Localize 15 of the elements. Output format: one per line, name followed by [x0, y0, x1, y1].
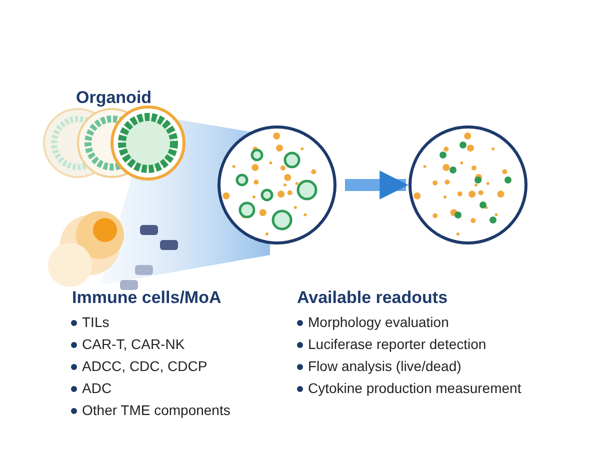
arrow: [345, 170, 408, 200]
list-item: ADCC, CDC, CDCP: [82, 358, 208, 374]
list-item: Luciferase reporter detection: [308, 336, 486, 352]
list-item: TILs: [82, 314, 110, 330]
heading: Available readouts: [297, 288, 448, 308]
list-item: Flow analysis (live/dead): [308, 358, 462, 374]
culture-well-drawing: [408, 125, 528, 245]
list-item: Other TME components: [82, 402, 230, 418]
list-item: CAR-T, CAR-NK: [82, 336, 185, 352]
culture-well-drawing: [217, 125, 337, 245]
heading: Organoid: [76, 88, 152, 108]
list-item: Morphology evaluation: [308, 314, 449, 330]
list-item: Cytokine production measurement: [308, 380, 522, 396]
list-item: ADC: [82, 380, 112, 396]
heading: Immune cells/MoA: [72, 288, 222, 308]
